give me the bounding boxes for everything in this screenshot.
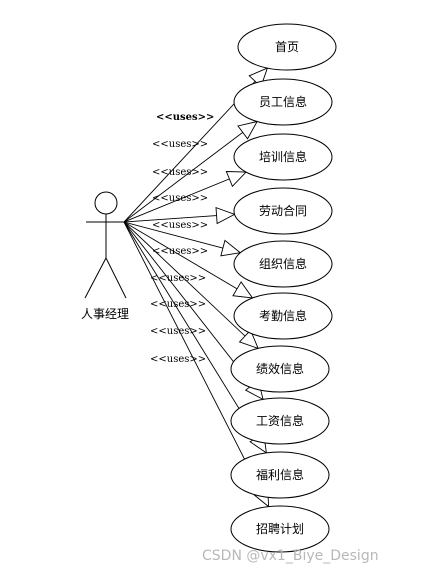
actor-head [94, 191, 118, 215]
use-case: 组织信息 [233, 240, 333, 288]
use-case-ellipse [230, 451, 330, 499]
use-case-ellipse [233, 78, 333, 126]
uses-label: <<uses>> [150, 354, 206, 365]
use-case-ellipse [237, 23, 337, 71]
association-lines [123, 67, 270, 508]
relation-labels: <<uses>> <<uses>> <<uses>> <<uses>> <<uses>>… [150, 112, 214, 365]
arrowhead [248, 67, 269, 88]
arrowhead [237, 120, 259, 140]
arrowhead [220, 239, 242, 257]
actor-left-leg [84, 257, 107, 299]
actor-right-leg [105, 257, 127, 299]
arrowhead [232, 281, 254, 299]
use-case-ellipse [230, 345, 330, 393]
arrowhead [238, 329, 259, 350]
use-case-label: 首页 [275, 40, 299, 54]
actor-name: 人事经理 [81, 307, 129, 321]
use-case-label: 工资信息 [256, 413, 304, 428]
uses-label: <<uses>> [150, 299, 206, 310]
use-case-ellipse [230, 505, 330, 553]
association-line [123, 121, 258, 223]
use-case-ellipse [233, 133, 333, 181]
uses-label: <<uses>> [150, 273, 206, 284]
arrowhead [225, 171, 248, 188]
use-case-ellipse [230, 397, 330, 445]
association-line [123, 171, 247, 223]
use-case: 员工信息 [233, 78, 333, 126]
use-case-ellipse [233, 187, 333, 235]
use-case-label: 绩效信息 [256, 361, 304, 376]
watermark: CSDN @vx1_Biye_Design [202, 548, 379, 564]
use-case: 考勤信息 [233, 292, 333, 340]
use-case: 福利信息 [230, 451, 330, 499]
use-case-label: 培训信息 [259, 149, 307, 164]
use-case-label: 劳动合同 [259, 203, 307, 218]
use-case: 劳动合同 [233, 187, 333, 235]
uses-label: <<uses>> [152, 220, 208, 231]
use-case: 培训信息 [233, 133, 333, 181]
use-case: 工资信息 [230, 397, 330, 445]
uses-label: <<uses>> [152, 167, 208, 178]
actor: 人事经理 [81, 191, 129, 321]
use-case-label: 考勤信息 [259, 308, 307, 323]
use-case-ellipse [233, 240, 333, 288]
use-case-label: 招聘计划 [256, 522, 304, 536]
association-line [123, 213, 235, 223]
use-case-label: 福利信息 [256, 467, 304, 482]
arrowhead [215, 206, 236, 225]
use-case-label: 组织信息 [259, 256, 307, 271]
association-line [123, 221, 253, 299]
use-case: 首页 [237, 23, 337, 71]
use-case: 招聘计划 [230, 505, 330, 553]
use-case: 绩效信息 [230, 345, 330, 393]
association-line [123, 221, 241, 254]
uses-label: <<uses>> [152, 139, 208, 150]
uses-label: <<uses>> [150, 326, 206, 337]
uses-label: <<uses>> [152, 193, 208, 204]
use-case-ellipse [233, 292, 333, 340]
uses-label: <<uses>> [152, 246, 208, 257]
use-case-label: 员工信息 [259, 94, 307, 109]
association-line [123, 221, 259, 349]
uses-label: <<uses>> [156, 112, 214, 123]
